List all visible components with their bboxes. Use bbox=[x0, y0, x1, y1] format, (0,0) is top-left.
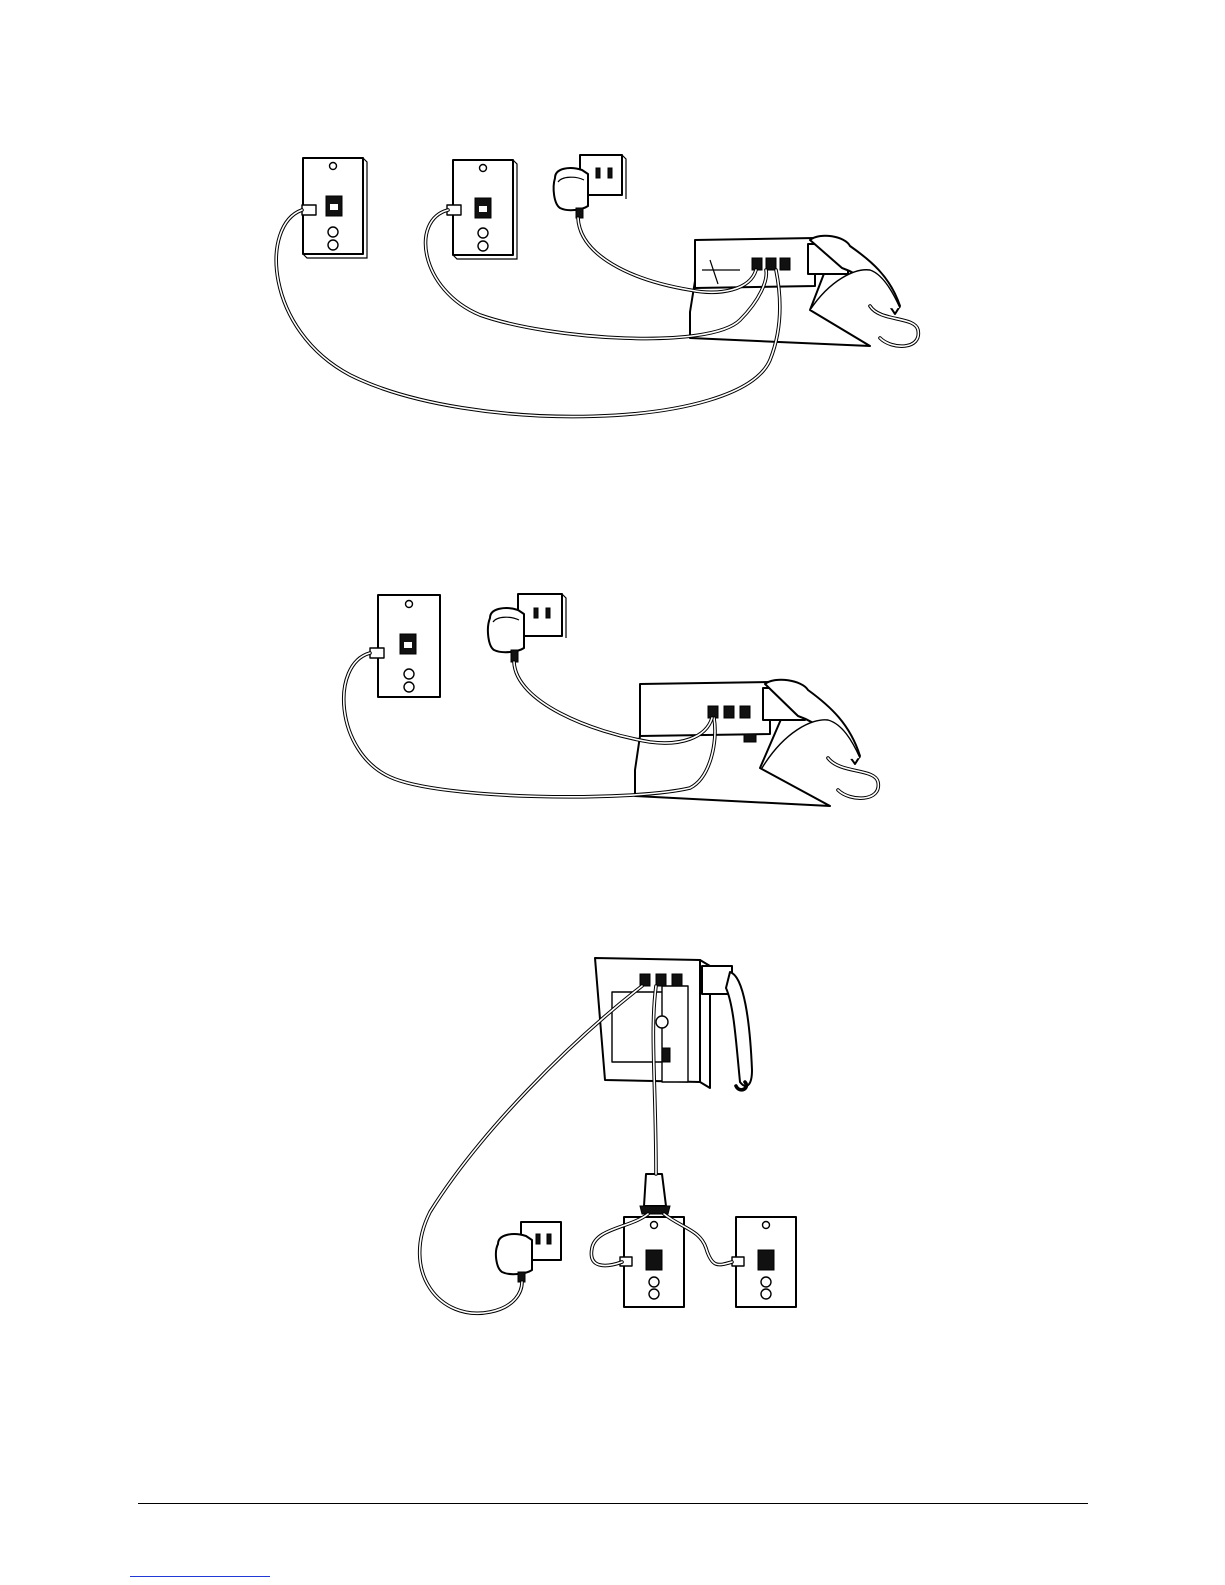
ac-adapter-icon bbox=[554, 168, 588, 218]
figure-2-svg bbox=[330, 592, 910, 812]
figure-1-two-line-desk-setup bbox=[270, 150, 940, 435]
line-splitter-icon bbox=[640, 1174, 670, 1214]
ac-adapter-icon bbox=[496, 1234, 532, 1282]
wall-mount-phone-icon bbox=[595, 958, 752, 1090]
figure-2-single-line-desk-setup bbox=[330, 592, 910, 812]
wall-jack-icon bbox=[370, 595, 440, 697]
figure-3-wall-mount-splitter-setup bbox=[400, 952, 820, 1322]
power-outlet-icon bbox=[518, 594, 566, 638]
figure-1-svg bbox=[270, 150, 940, 435]
footer-rule bbox=[138, 1503, 1088, 1504]
footer-link-underline[interactable] bbox=[130, 1576, 270, 1577]
wall-jack-icon bbox=[302, 158, 367, 258]
wall-jack-icon bbox=[447, 160, 517, 259]
figure-3-svg bbox=[400, 952, 820, 1322]
wall-jack-icon bbox=[732, 1217, 796, 1307]
wall-jack-icon bbox=[620, 1217, 684, 1307]
ac-adapter-icon bbox=[488, 608, 524, 662]
